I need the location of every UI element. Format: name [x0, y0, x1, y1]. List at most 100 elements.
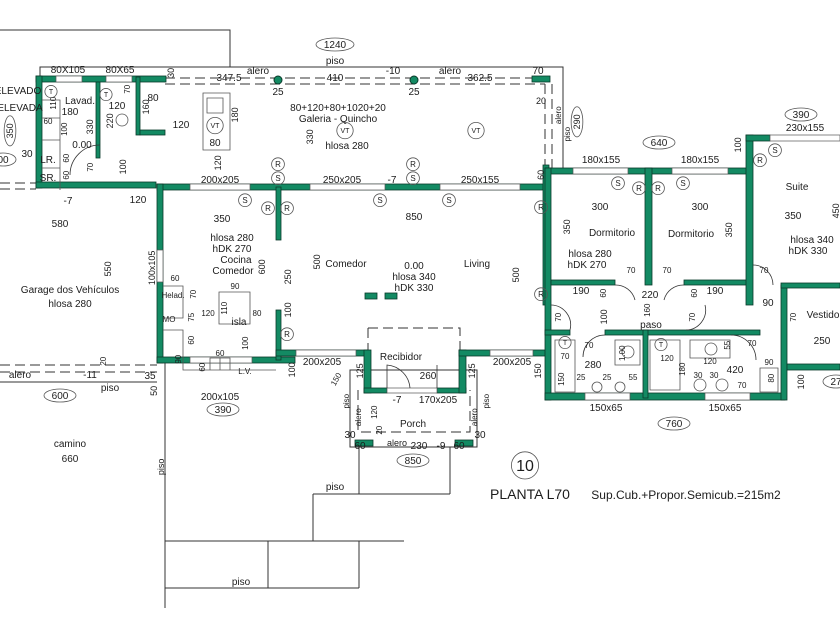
- circle-marker: [753, 153, 767, 168]
- label-suite-d-250: 250: [814, 336, 831, 347]
- label-entry-alero-a: alero: [354, 408, 363, 426]
- symbol-r-icon: R: [636, 184, 642, 193]
- circle-marker: [534, 287, 548, 302]
- label-windows-w-180x155-a: 180x155: [582, 155, 621, 166]
- label-laundry-sr: SR.: [40, 173, 57, 184]
- label-entry-d-120: 120: [370, 405, 379, 419]
- label-bedrooms-d-160: 160: [643, 303, 652, 317]
- symbol-vt-icon: VT: [341, 128, 351, 135]
- label-bedrooms-hlosa: hlosa 280: [568, 249, 612, 260]
- label-entry-alero-c: alero: [387, 438, 407, 448]
- symbol-t-icon: T: [104, 92, 109, 99]
- label-kitchen-d-60d: 60: [198, 362, 207, 371]
- circle-marker: [651, 181, 665, 196]
- label-kitchen-d-350: 350: [214, 214, 231, 225]
- label-suite-hdk: hDK 330: [789, 246, 828, 257]
- circle-marker: [206, 116, 224, 135]
- label-laundry-name: Lavad.: [65, 96, 95, 107]
- label-top-lvl-m10: -10: [386, 66, 401, 77]
- label-laundry-d-120: 120: [109, 101, 126, 112]
- label-garage-hlosa: hlosa 280: [48, 299, 92, 310]
- symbol-s-icon: S: [410, 174, 415, 183]
- label-laundry-d-100: 100: [60, 122, 69, 136]
- circle-marker: [558, 336, 572, 350]
- label-garage-piso-2: piso: [232, 577, 251, 588]
- label-baths-d-100: 1.00: [618, 345, 627, 361]
- label-baths-oval-760: 760: [666, 419, 683, 430]
- label-top-elevada: ELEVADA: [0, 103, 43, 114]
- label-windows-w-200x205: 200x205: [201, 175, 240, 186]
- symbol-r-icon: R: [757, 156, 763, 165]
- circle-marker: [654, 338, 668, 352]
- label-entry-d-230: 230: [411, 441, 428, 452]
- symbol-r-icon: R: [655, 184, 661, 193]
- label-entry-piso-a: piso: [342, 393, 351, 408]
- label-baths-d-80: 80: [767, 373, 776, 382]
- label-kitchen-mo: MO: [163, 315, 176, 324]
- label-top-d-30: 30: [166, 68, 176, 78]
- label-living-hdk: hDK 330: [395, 283, 434, 294]
- label-laundry-d-60: 60: [44, 117, 53, 126]
- symbol-r-icon: R: [284, 330, 290, 339]
- symbol-vt-icon: VT: [472, 128, 482, 135]
- label-living-name: Living: [464, 259, 490, 270]
- label-top-d-347: 347.5: [216, 73, 241, 84]
- label-laundry-d-70b: 70: [123, 84, 132, 93]
- circle-marker: [280, 327, 294, 342]
- label-laundry-d-160: 160: [141, 99, 151, 114]
- label-entry-d-30a: 30: [344, 430, 356, 441]
- circle-marker: [442, 193, 456, 208]
- label-kitchen-d-75: 75: [187, 312, 196, 321]
- dimension-oval: [206, 402, 240, 417]
- label-hall-paso: paso: [640, 320, 662, 331]
- label-living-level: 0.00: [404, 261, 424, 272]
- label-hall-d-70c: 70: [789, 312, 798, 321]
- circle-marker: [406, 157, 420, 172]
- label-kitchen-win-100x105: 100x105: [147, 251, 157, 286]
- label-bedrooms-d-300a: 300: [592, 202, 609, 213]
- label-entry-d-60a: 60: [354, 441, 366, 452]
- label-laundry-d-220: 220: [105, 113, 115, 128]
- label-baths-d-70c: 70: [738, 381, 747, 390]
- symbol-t-icon: T: [49, 89, 54, 96]
- label-bedrooms-d-70a: 70: [627, 266, 636, 275]
- label-living-d-500: 500: [312, 254, 322, 269]
- label-suite-d-350: 350: [785, 211, 802, 222]
- label-kitchen-hlosa: hlosa 280: [210, 233, 254, 244]
- label-garage-alero: alero: [9, 370, 32, 381]
- label-living-win-a: 200x205: [303, 357, 342, 368]
- label-bedrooms-name-b: Dormitorio: [668, 229, 715, 240]
- label-baths-win-a: 150x65: [590, 403, 623, 414]
- label-laundry-d-120b: 120: [173, 120, 190, 131]
- label-living-win-b: 200x205: [493, 357, 532, 368]
- symbol-r-icon: R: [284, 204, 290, 213]
- circle-marker: [271, 157, 285, 172]
- label-kitchen-isla: isla: [231, 317, 246, 328]
- circle-marker: [336, 121, 354, 140]
- label-galeria-sum: 80+120+80+1020+20: [290, 103, 386, 114]
- dimension-oval: [570, 106, 584, 138]
- circle-marker: [611, 176, 625, 191]
- symbol-r-icon: R: [410, 160, 416, 169]
- label-top-col-2: 25: [408, 87, 420, 98]
- label-top-d-30b: 30: [21, 149, 33, 160]
- label-laundry-d-100b: 100: [118, 159, 128, 174]
- label-garage-d-35: 35: [144, 371, 156, 382]
- label-baths-d-120a: 120: [660, 354, 674, 363]
- circle-marker: [534, 200, 548, 215]
- symbol-s-icon: S: [275, 174, 280, 183]
- label-entry-d-125b: 125: [467, 363, 477, 378]
- label-garage-lvl-m11: -11: [83, 370, 97, 381]
- label-baths-d-90: 90: [765, 358, 774, 367]
- label-galeria-oval-290: 290: [572, 114, 582, 129]
- label-windows-w-250x205: 250x205: [323, 175, 362, 186]
- label-suite-d-450: 450: [831, 203, 840, 218]
- label-top-elevado: ELEVADO: [0, 86, 41, 97]
- label-suite-name: Suite: [786, 182, 809, 193]
- label-garage-d-580: 580: [52, 219, 69, 230]
- symbol-r-icon: R: [538, 290, 544, 299]
- label-top-total-width: 1240: [324, 40, 347, 51]
- label-kitchen-d-250: 250: [283, 269, 293, 284]
- label-bedrooms-d-70c: 70: [760, 266, 769, 275]
- label-entry-piso-b: piso: [482, 393, 491, 408]
